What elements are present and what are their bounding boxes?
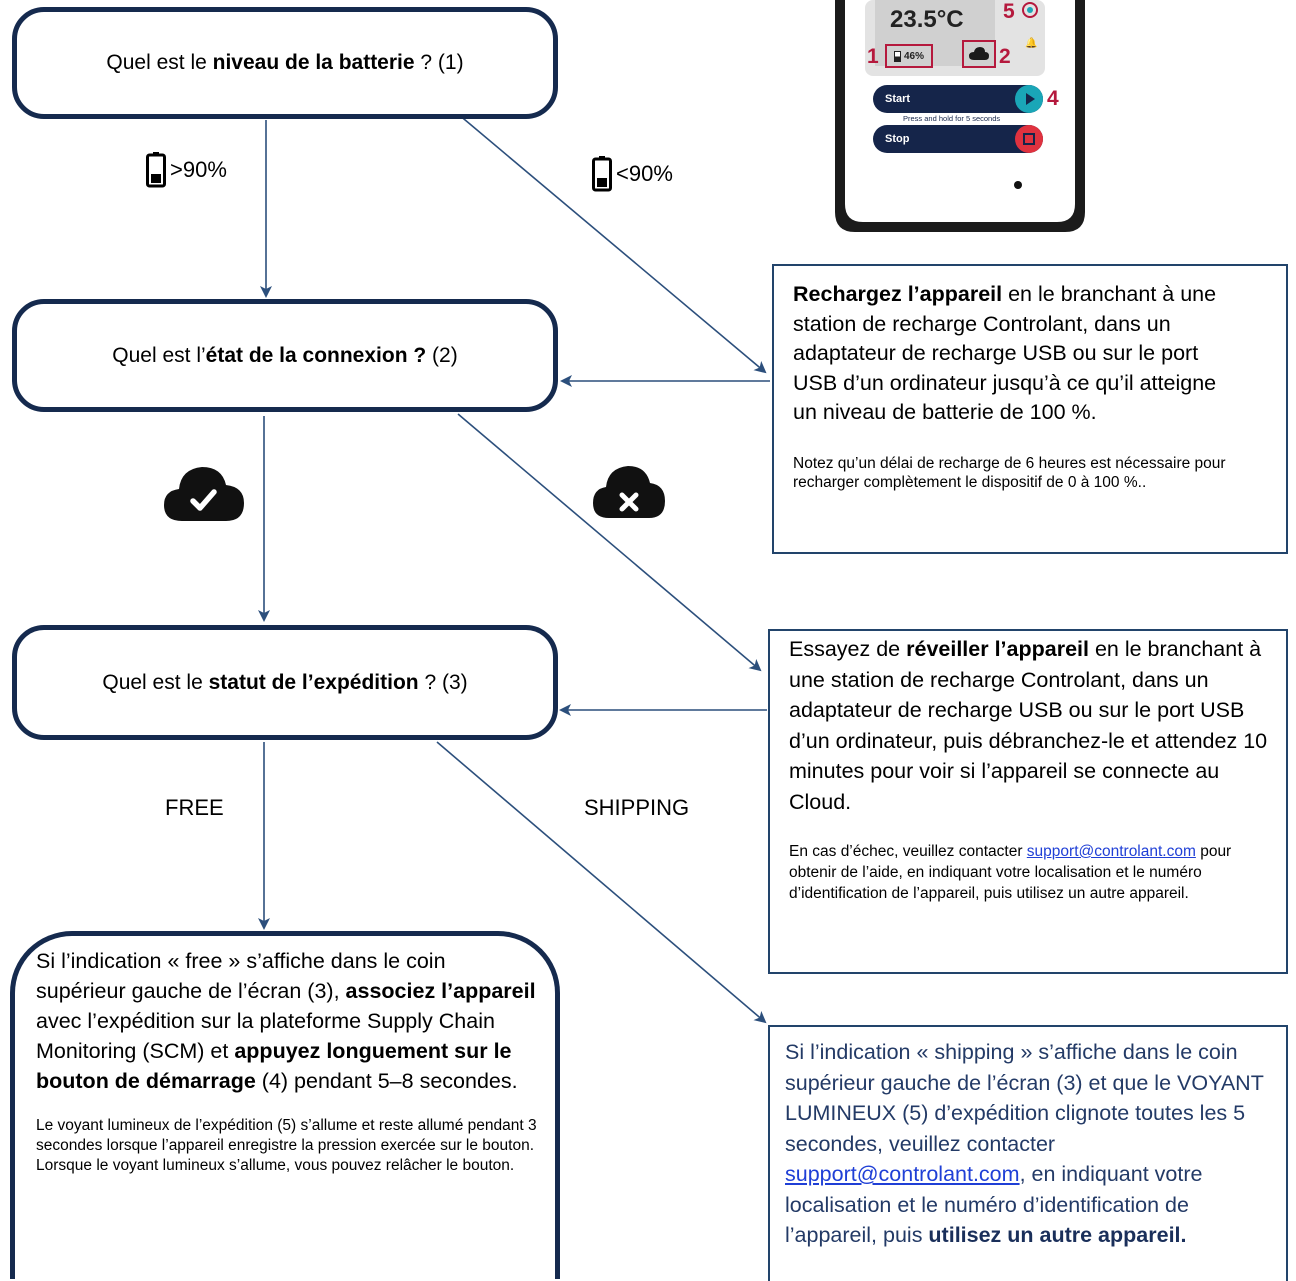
- recharge-note: Notez qu’un délai de recharge de 6 heure…: [793, 454, 1226, 491]
- label-shipping: SHIPPING: [584, 795, 690, 820]
- bell-icon: 🔔: [1025, 38, 1038, 49]
- marker-5: 5: [1003, 0, 1015, 23]
- cloud-x-icon: [593, 466, 665, 518]
- question-shipment-text: Quel est le statut de l’expédition ? (3): [102, 670, 468, 694]
- arrow-battery-low: [457, 113, 767, 374]
- status-light-icon: [1022, 2, 1038, 18]
- question-connection: Quel est l’état de la connexion ? (2): [12, 299, 558, 412]
- recharge-text: Rechargez l’appareil en le branchant à u…: [793, 282, 1217, 424]
- device-temperature: 23.5°C: [890, 6, 964, 33]
- stop-icon[interactable]: [1015, 125, 1043, 153]
- battery-small-icon: [893, 50, 901, 62]
- marker-4: 4: [1047, 87, 1059, 110]
- cloud-small-icon: [969, 47, 989, 60]
- support-email-link[interactable]: support@controlant.com: [1026, 843, 1196, 860]
- label-battery-low: <90%: [592, 156, 673, 192]
- cloud-check-icon: [164, 467, 244, 521]
- arrow-disconnected: [457, 413, 762, 672]
- shipping-result-text: Si l’indication « shipping » s’affiche d…: [785, 1040, 1264, 1247]
- label-free: FREE: [165, 795, 224, 820]
- connection-indicator: [962, 40, 996, 68]
- support-email-link-2[interactable]: support@controlant.com: [785, 1162, 1020, 1186]
- wake-text: Essayez de réveiller l’appareil en le br…: [789, 637, 1268, 814]
- recharge-box: Rechargez l’appareil en le branchant à u…: [772, 264, 1288, 554]
- device-illustration: 23.5°C 46% 🔔 Start Press and hold for 5 …: [835, 0, 1085, 232]
- play-icon[interactable]: [1015, 85, 1043, 113]
- battery-low-icon: [146, 152, 166, 188]
- battery-percent: 46%: [903, 50, 924, 62]
- question-shipment: Quel est le statut de l’expédition ? (3): [12, 625, 558, 740]
- stop-button[interactable]: Stop: [873, 125, 1043, 153]
- marker-2: 2: [999, 45, 1011, 68]
- wake-note: En cas d’échec, veuillez contacter suppo…: [789, 843, 1232, 902]
- label-battery-high: >90%: [146, 152, 227, 188]
- arrow-shipping: [436, 741, 767, 1024]
- start-label: Start: [885, 93, 911, 105]
- start-button[interactable]: Start: [873, 85, 1043, 113]
- stop-label: Stop: [885, 133, 910, 145]
- marker-1: 1: [867, 45, 879, 68]
- question-battery-text: Quel est le niveau de la batterie ? (1): [106, 51, 464, 74]
- question-connection-text: Quel est l’état de la connexion ? (2): [112, 343, 458, 367]
- start-hint: Press and hold for 5 seconds: [903, 114, 1001, 123]
- battery-low-icon-2: [592, 156, 612, 192]
- question-battery: Quel est le niveau de la batterie ? (1): [12, 7, 558, 119]
- wake-box: Essayez de réveiller l’appareil en le br…: [768, 629, 1288, 974]
- free-result-text: Si l’indication « free » s’affiche dans …: [36, 949, 536, 1093]
- free-result-box: Si l’indication « free » s’affiche dans …: [10, 931, 560, 1279]
- battery-indicator: 46%: [885, 44, 933, 68]
- free-result-note: Le voyant lumineux de l’expédition (5) s…: [36, 1117, 537, 1174]
- shipping-result-box: Si l’indication « shipping » s’affiche d…: [768, 1025, 1288, 1281]
